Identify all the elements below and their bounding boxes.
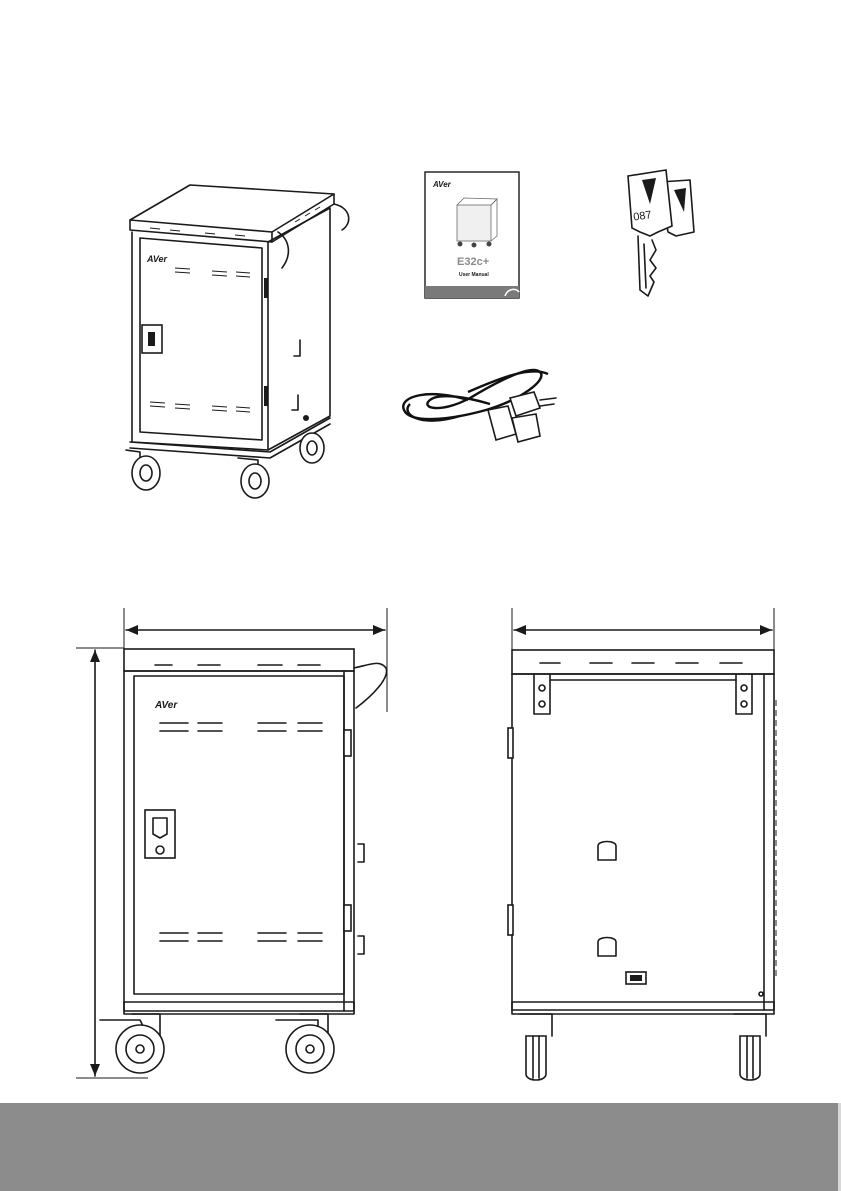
key-number: 087 (633, 209, 653, 223)
back-width-dimension (512, 608, 774, 656)
manual-title: E32c+ (457, 256, 489, 268)
front-logo: AVer (154, 700, 178, 711)
manual-subtitle: User Manual (459, 272, 489, 278)
cart-isometric-illustration: AVer (126, 185, 349, 498)
cart-back-dimension-icon (490, 600, 790, 1100)
cart-logo: AVer (146, 254, 168, 264)
power-cord-icon (403, 370, 556, 442)
back-casters (520, 1014, 766, 1080)
user-manual-illustration: AVer E32c+ User Manual (425, 172, 519, 298)
footer-bar (0, 1103, 838, 1191)
key-icon: 087 (628, 170, 694, 296)
front-casters (100, 1014, 334, 1073)
package-contents-illustration: AVer (0, 0, 841, 560)
manual-logo: AVer (432, 180, 452, 189)
